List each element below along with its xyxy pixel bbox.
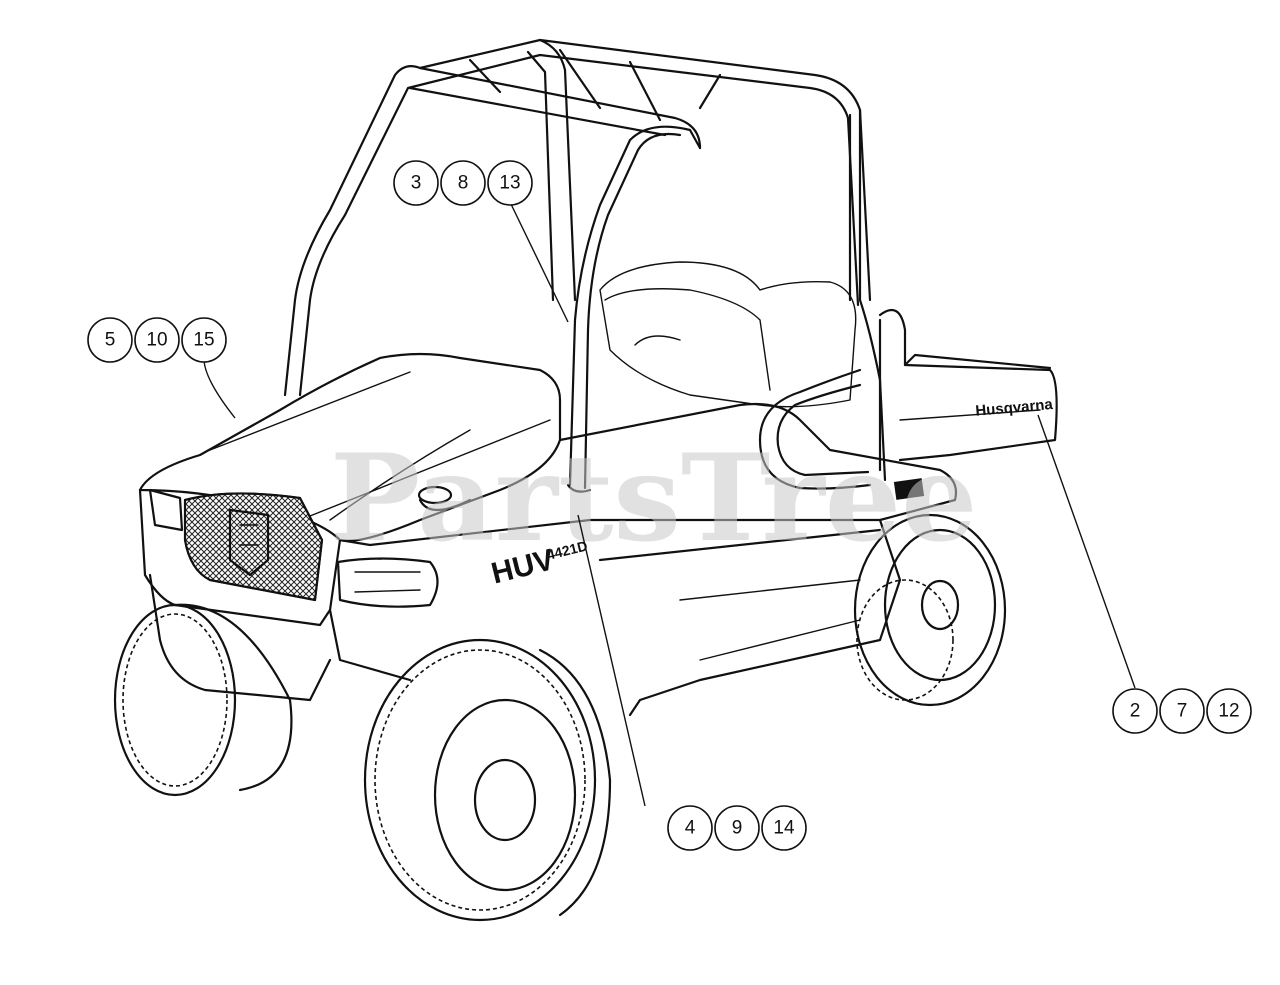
leader-dash xyxy=(509,201,569,323)
callout-number: 14 xyxy=(773,818,795,839)
callout-number: 7 xyxy=(1177,701,1188,722)
callout-number: 15 xyxy=(193,330,214,351)
callout-number: 9 xyxy=(732,818,743,839)
rear-right-wheel xyxy=(853,513,1007,707)
leader-side-panel xyxy=(577,514,646,807)
callout-circle xyxy=(667,805,713,851)
callout-circle xyxy=(1112,688,1158,734)
leader-hood xyxy=(203,359,236,419)
leader-lines xyxy=(203,201,1136,807)
callout-number: 12 xyxy=(1218,701,1239,722)
callout-group-dash: 3 8 13 xyxy=(393,160,533,206)
callout-group-cargo-bed: 2 7 12 xyxy=(1112,688,1252,734)
callout-number: 5 xyxy=(105,330,116,351)
callout-number: 2 xyxy=(1130,701,1141,722)
callout-circle xyxy=(761,805,807,851)
callout-number: 13 xyxy=(499,173,520,194)
roll-cage xyxy=(283,38,887,493)
front-left-wheel xyxy=(113,603,293,797)
cargo-bed xyxy=(878,308,1058,500)
callout-number: 3 xyxy=(411,173,422,194)
callout-circle xyxy=(181,317,227,363)
callout-number: 8 xyxy=(458,173,469,194)
callout-circle xyxy=(393,160,439,206)
front-right-wheel xyxy=(363,638,612,922)
leader-cargo-bed xyxy=(1037,414,1136,689)
callout-group-front-hood: 5 10 15 xyxy=(87,317,227,363)
callout-circle xyxy=(487,160,533,206)
callout-number: 4 xyxy=(685,818,696,839)
callout-group-side-panel: 4 9 14 xyxy=(667,805,807,851)
callout-circle xyxy=(87,317,133,363)
callout-circle xyxy=(1206,688,1252,734)
watermark: PartsTree xyxy=(330,428,977,569)
vehicle-body xyxy=(138,352,958,717)
callout-number: 10 xyxy=(146,330,167,351)
seat xyxy=(599,261,857,408)
callout-circle xyxy=(1159,688,1205,734)
callout-circle xyxy=(714,805,760,851)
brand-decal: Husqvarna xyxy=(975,396,1054,420)
brand-decal-text: Husqvarna xyxy=(975,396,1054,420)
callout-circle xyxy=(440,160,486,206)
callout-circle xyxy=(134,317,180,363)
